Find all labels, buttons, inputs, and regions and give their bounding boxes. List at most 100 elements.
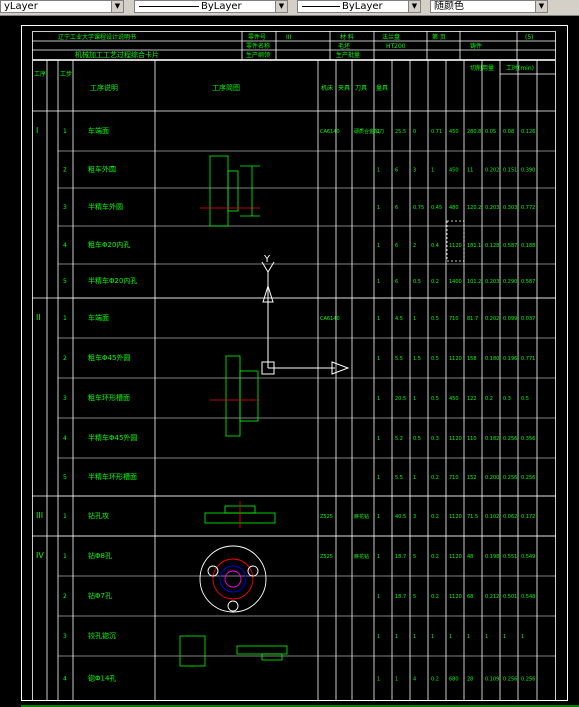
param-value: 1: [377, 594, 380, 600]
param-value: 450: [449, 129, 459, 135]
param-value: 0.212: [485, 594, 499, 600]
param-value: 3: [413, 168, 416, 174]
col-fixture-header: 夹具: [338, 84, 350, 92]
param-value: 1: [377, 243, 380, 249]
col-machine-header: 机床: [321, 84, 333, 92]
step-number: 3: [63, 204, 67, 211]
param-value: 0.5: [431, 356, 439, 362]
param-value: 0.109: [485, 677, 499, 683]
param-value: 1: [377, 129, 380, 135]
param-value: 6: [395, 205, 398, 211]
param-value: 68: [467, 594, 473, 600]
param-value: 0.303: [503, 205, 517, 211]
col-params-header: 切削用量: [470, 64, 494, 72]
param-value: 4.5: [395, 316, 403, 322]
param-value: 0.2: [431, 514, 439, 520]
param-value: 5: [413, 554, 416, 560]
sketch-op4-section: [179, 635, 288, 667]
param-value: 0.102: [485, 514, 499, 520]
chevron-down-icon[interactable]: ▼: [408, 1, 420, 12]
machine-name: Z525: [320, 514, 333, 520]
lineweight-combo[interactable]: ByLayer ▼: [134, 0, 288, 13]
param-value: 0.71: [431, 129, 442, 135]
label-part-name: 零件名称: [246, 42, 270, 50]
param-value: 0.256: [503, 677, 517, 683]
param-value: 0.151: [503, 168, 517, 174]
param-value: 0.188: [521, 243, 535, 249]
param-value: 0.587: [521, 279, 535, 285]
step-description: 钻Φ8孔: [88, 551, 112, 560]
param-value: 18.7: [395, 594, 406, 600]
step-number: 2: [63, 593, 67, 600]
step-description: 半精车Φ45外圆: [88, 433, 137, 442]
param-value: 1: [377, 634, 380, 640]
param-value: 101.2: [467, 279, 481, 285]
step-description: 半精车Φ20内孔: [88, 276, 137, 285]
param-value: 1400: [449, 279, 462, 285]
label-material: 材 料: [340, 33, 354, 41]
param-value: 1: [395, 634, 398, 640]
param-value: 5.5: [395, 356, 403, 362]
line-sample: [302, 6, 340, 7]
param-value: 0.256: [503, 475, 517, 481]
param-value: 122: [467, 396, 477, 402]
param-value: 0.05: [485, 129, 496, 135]
param-value: 5.2: [395, 436, 403, 442]
param-value: 6: [395, 243, 398, 249]
step-description: 铰孔锪沉: [88, 631, 116, 640]
chevron-down-icon[interactable]: ▼: [111, 1, 123, 12]
param-value: 0: [413, 129, 416, 135]
param-value: 1: [413, 634, 416, 640]
drawing-canvas[interactable]: 辽宁工业大学课程设计说明书 机械加工工艺过程综合卡片 零件号 III 材 料 法…: [0, 16, 579, 707]
param-value: 1120: [449, 436, 462, 442]
param-value: 48: [467, 554, 473, 560]
param-value: 0.551: [503, 554, 517, 560]
label-program: 生产纲领: [246, 51, 270, 59]
value-sheet: (5): [525, 34, 534, 41]
step-description: 车端面: [88, 126, 109, 135]
step-description: 粗车外圆: [88, 165, 116, 174]
step-description: 半精车外圆: [88, 202, 123, 211]
chevron-down-icon[interactable]: ▼: [535, 1, 547, 12]
label-page: 第 页: [432, 33, 446, 41]
param-value: 3: [413, 514, 416, 520]
sketch-op1: [200, 155, 260, 227]
param-value: 158: [467, 356, 477, 362]
param-value: 0.099: [503, 316, 517, 322]
chevron-down-icon[interactable]: ▼: [275, 1, 287, 12]
step-description: 粗车Φ20内孔: [88, 240, 130, 249]
param-value: 0.203: [485, 205, 499, 211]
param-value: 0.08: [503, 129, 514, 135]
param-value: 5.5: [395, 475, 403, 481]
param-value: 6: [395, 279, 398, 285]
ucs-icon: [261, 261, 350, 375]
tool-name: 麻花钻: [354, 553, 369, 560]
param-value: 25.5: [395, 129, 406, 135]
step-number: 2: [63, 167, 67, 174]
param-value: 1: [467, 634, 470, 640]
param-value: 81.7: [467, 316, 478, 322]
step-number: 5: [63, 474, 67, 481]
param-value: 0.501: [503, 594, 517, 600]
linetype-combo[interactable]: yLayer ▼: [0, 0, 124, 13]
param-value: 0.4: [431, 243, 439, 249]
selection-box: [446, 220, 465, 262]
color-combo[interactable]: 随颜色 ▼: [430, 0, 548, 13]
process-number: III: [36, 511, 43, 520]
lineweight2-combo[interactable]: ByLayer ▼: [297, 0, 421, 13]
param-value: 110: [467, 436, 477, 442]
param-value: 0.2: [431, 475, 439, 481]
step-number: 4: [63, 435, 67, 442]
step-number: 1: [63, 315, 67, 322]
machine-name: CA6140: [320, 316, 340, 322]
param-value: 450: [449, 396, 459, 402]
step-description: 粗车Φ45外圆: [88, 353, 130, 362]
param-value: 1120: [449, 243, 462, 249]
param-value: 1120: [449, 356, 462, 362]
param-value: 1120: [449, 554, 462, 560]
step-number: 2: [63, 355, 67, 362]
cad-drawing: 辽宁工业大学课程设计说明书 机械加工工艺过程综合卡片 零件号 III 材 料 法…: [21, 25, 579, 707]
param-value: 0.3: [431, 436, 439, 442]
value-material: HT200: [386, 43, 406, 50]
step-description: 粗车环形槽面: [88, 393, 130, 402]
